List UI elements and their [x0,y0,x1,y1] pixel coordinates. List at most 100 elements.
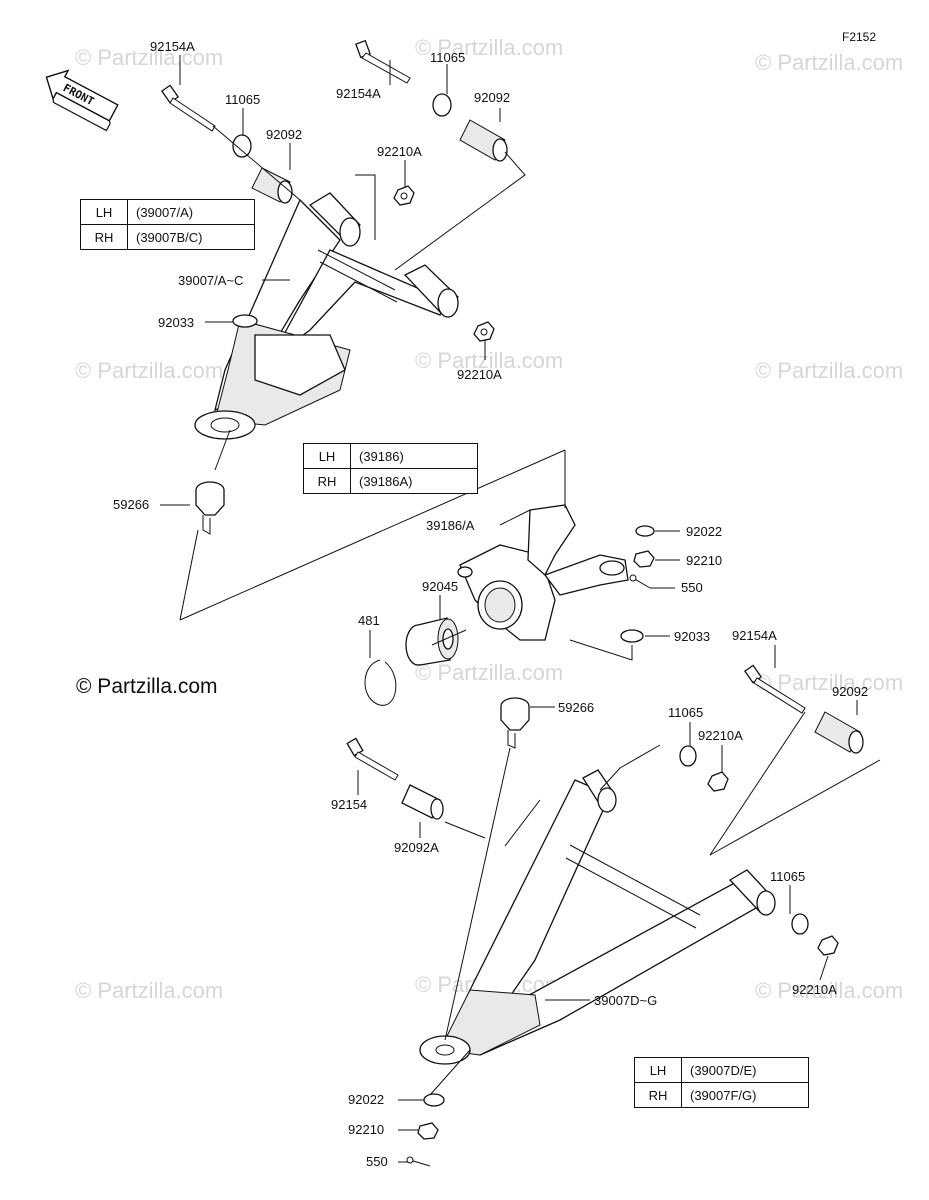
cotter-pin-550 [406,1156,431,1167]
watermark: © Partzilla.com [755,50,903,75]
callout-92210A: 92210A [457,367,502,382]
part-cell: (39007/A) [127,199,255,225]
nut-92210A [707,771,729,792]
washer-92022 [635,525,655,537]
watermark: © Partzilla.com [415,660,563,685]
watermark: © Partzilla.com [75,358,223,383]
callout-92092: 92092 [474,90,510,105]
callout-92210A: 92210A [377,144,422,159]
callout-39186-a: 39186/A [426,518,475,533]
watermark-bold: © Partzilla.com [76,675,218,698]
bushing-92092A [401,784,444,820]
nut-92210A [393,185,415,206]
part-cell: (39186A) [350,468,478,494]
washer-92022 [423,1093,445,1107]
callout-92092: 92092 [266,127,302,142]
callout-92154A: 92154A [150,39,195,54]
callout-92033: 92033 [674,629,710,644]
table-row: LH (39186) [303,443,478,469]
callout-92045: 92045 [422,579,458,594]
nut-92210A [473,321,495,342]
castle-nut-92210 [417,1122,439,1140]
callout-11065: 11065 [668,705,703,720]
table-row: RH (39186A) [303,468,478,494]
figure-ref: F2152 [842,30,876,44]
watermark: © Partzilla.com [415,35,563,60]
circlip-92033 [232,314,258,328]
bolt-92154A [355,39,411,84]
part-cell: (39186) [350,443,478,469]
bushing-92092 [251,167,293,204]
callout-92210A: 92210A [698,728,743,743]
bearing-92045 [405,617,459,666]
callout-11065: 11065 [225,92,260,107]
bushing-92092 [814,711,864,754]
watermark: © Partzilla.com [415,348,563,373]
circlip-92033 [620,629,644,643]
callout-481: 481 [358,613,380,628]
side-cell: LH [303,443,351,469]
callout-59266: 59266 [113,497,149,512]
bolt-92154A [160,84,216,132]
steering-knuckle [457,504,629,641]
part-cell: (39007B/C) [127,224,255,250]
watermark: © Partzilla.com [75,45,223,70]
washer-11065 [791,913,809,935]
ball-joint-59266 [500,697,530,749]
bolt-92154A [743,664,806,714]
watermark: © Partzilla.com [755,670,903,695]
callout-39007-a-c: 39007/A~C [178,273,243,288]
callout-92033: 92033 [158,315,194,330]
table-row: RH (39007F/G) [634,1082,809,1108]
part-cell: (39007F/G) [681,1082,809,1108]
snap-ring-481 [364,659,397,706]
callout-92092: 92092 [832,684,868,699]
washer-11065 [679,745,697,767]
side-cell: LH [634,1057,682,1083]
table-row: LH (39007D/E) [634,1057,809,1083]
watermark: © Partzilla.com [755,358,903,383]
watermark: © Partzilla.com [755,978,903,1003]
callout-39007d-g: 39007D~G [594,993,657,1008]
side-cell: RH [80,224,128,250]
ball-joint-59266 [195,481,225,535]
cotter-pin-550 [629,574,651,589]
table-row: LH (39007/A) [80,199,255,225]
leader-lines [160,55,881,1163]
washer-11065 [232,134,252,158]
side-cell: RH [303,468,351,494]
callout-11065: 11065 [770,869,805,884]
callout-92022: 92022 [348,1092,384,1107]
front-arrow-icon: FRONT [45,69,119,132]
bushing-92092 [459,119,508,162]
lower-arm-side-table: LH (39007D/E) RH (39007F/G) [634,1057,809,1108]
knuckle-side-table: LH (39186) RH (39186A) [303,443,478,494]
callout-92210A: 92210A [792,982,837,997]
callout-550: 550 [366,1154,388,1169]
upper-arm-side-table: LH (39007/A) RH (39007B/C) [80,199,255,250]
nut-92210A [817,935,839,956]
callout-92154A: 92154A [732,628,777,643]
table-row: RH (39007B/C) [80,224,255,250]
lower-a-arm [419,769,776,1065]
part-cell: (39007D/E) [681,1057,809,1083]
callout-labels: 92154A 11065 92092 92154A 11065 92092 92… [113,39,868,1169]
callout-11065: 11065 [430,50,465,65]
watermark: © Partzilla.com [75,978,223,1003]
callout-550: 550 [681,580,703,595]
bolt-92154 [346,737,399,781]
washer-11065 [432,93,452,117]
callout-92092A: 92092A [394,840,439,855]
side-cell: LH [80,199,128,225]
castle-nut-92210 [633,550,655,568]
callout-92022: 92022 [686,524,722,539]
callout-92154A: 92154A [336,86,381,101]
upper-a-arm [194,192,459,440]
side-cell: RH [634,1082,682,1108]
callout-92154: 92154 [331,797,367,812]
callout-92210: 92210 [348,1122,384,1137]
callout-92210: 92210 [686,553,722,568]
callout-59266: 59266 [558,700,594,715]
